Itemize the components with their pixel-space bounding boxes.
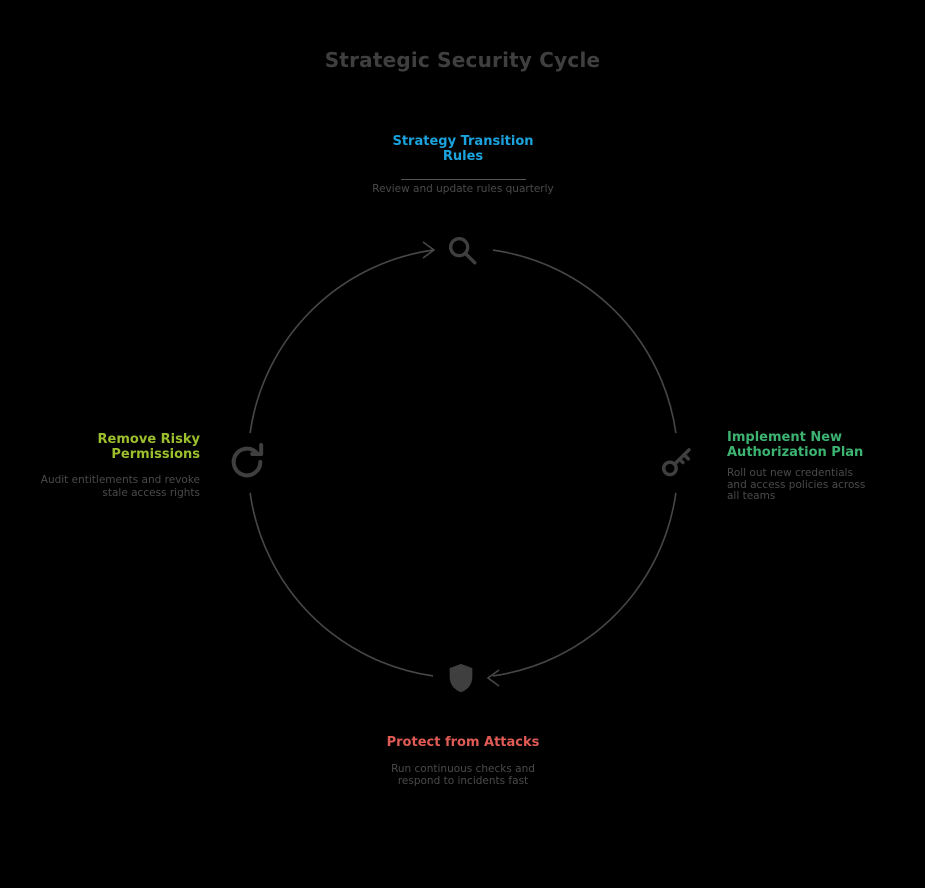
cycle-arc-top-left: [249, 249, 434, 434]
key-icon: [660, 445, 694, 479]
refresh-icon: [227, 442, 267, 482]
arrowhead-bottom: [486, 669, 500, 687]
phase-right-title: Implement New Authorization Plan: [727, 430, 864, 460]
phase-right-description: Roll out new credentials and access poli…: [727, 467, 866, 502]
phase-bottom-description: Run continuous checks and respond to inc…: [391, 763, 535, 787]
phase-left: Remove Risky Permissions Audit entitleme…: [22, 432, 200, 499]
phase-left-title: Remove Risky Permissions: [97, 432, 200, 462]
phase-bottom: Protect from Attacks Run continuous chec…: [333, 735, 593, 787]
diagram-title: Strategic Security Cycle: [324, 48, 601, 72]
phase-left-description: Audit entitlements and revoke stale acce…: [40, 474, 200, 499]
phase-top-description: Review and update rules quarterly: [372, 183, 554, 195]
magnifier-icon: [445, 233, 479, 267]
arrowhead-top: [422, 241, 436, 259]
phase-bottom-title: Protect from Attacks: [386, 735, 540, 750]
phase-top-title: Strategy Transition Rules: [392, 134, 534, 164]
cycle-arc-bottom-right: [492, 492, 677, 677]
phase-right: Implement New Authorization Plan Roll ou…: [727, 430, 892, 503]
shield-icon: [444, 661, 478, 695]
phase-top: Strategy Transition Rules Review and upd…: [333, 134, 593, 195]
cycle-arc-bottom-left: [249, 492, 434, 677]
cycle-arc-top-right: [492, 249, 677, 434]
phase-top-divider: [400, 179, 526, 180]
